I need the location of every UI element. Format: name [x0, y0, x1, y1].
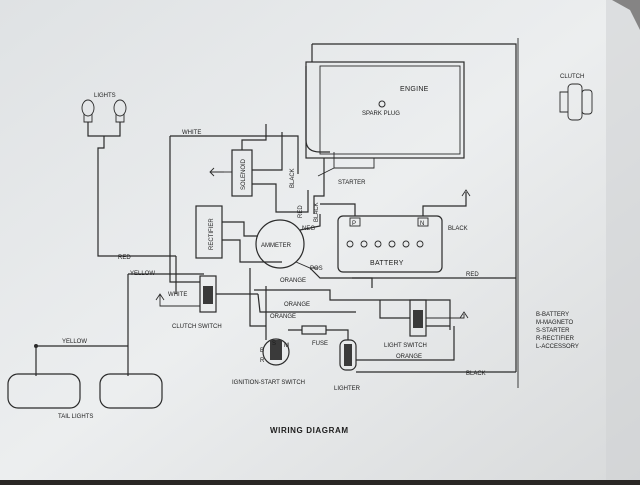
battery-p-label: P: [352, 221, 356, 227]
ignition-key-slot: [270, 340, 282, 360]
ground-arrow-icon: [155, 293, 200, 307]
clutch-switch-label: CLUTCH SWITCH: [172, 324, 222, 330]
lighter-label: LIGHTER: [334, 386, 361, 392]
engine-label: ENGINE: [400, 86, 429, 93]
spark-plug-icon: [378, 100, 386, 108]
wire-yellow-top-label: YELLOW: [130, 271, 155, 277]
legend-item: B-BATTERY: [536, 312, 569, 318]
legend-item: M-MAGNETO: [536, 320, 574, 326]
ignition-switch-body: [262, 338, 290, 366]
battery-n-terminal: [417, 217, 429, 227]
wire-yellow-tail-label: YELLOW: [62, 339, 87, 345]
rectifier-box: [195, 205, 223, 259]
wire-black-loop: [312, 43, 517, 372]
clutch-switch-toggle: [203, 286, 213, 304]
solenoid-label: SOLENOID: [241, 158, 247, 190]
fuse-label: FUSE: [312, 341, 328, 347]
wire-red-left-label: RED: [118, 255, 131, 261]
wire-black-right-label: BLACK: [448, 226, 468, 232]
rectifier-label: RECTIFIER: [209, 218, 215, 250]
battery-p-terminal: [349, 217, 361, 227]
wire-black-solenoid-label: BLACK: [290, 168, 296, 188]
legend-item: R-RECTIFIER: [536, 336, 575, 342]
arrow-icon: [209, 167, 224, 177]
battery-cells: [346, 240, 424, 248]
wire-orange-light-label: ORANGE: [396, 354, 422, 360]
ammeter-label: AMMETER: [261, 243, 292, 249]
tail-light-left-icon: [7, 373, 81, 409]
ignition-switch-label: IGNITION-START SWITCH: [232, 380, 305, 386]
light-switch-label: LIGHT SWITCH: [384, 343, 427, 349]
ammeter-neg-label: NEG: [302, 226, 315, 232]
diagram-title: WIRING DIAGRAM: [270, 426, 349, 435]
light-switch-toggle: [413, 310, 423, 328]
battery-n-label: N: [420, 221, 424, 227]
lighter-body: [339, 339, 357, 371]
wire-red-battery-label: RED: [298, 205, 304, 218]
engine-inner: [319, 65, 461, 155]
wire-orange-ammeter-label: ORANGE: [280, 278, 306, 284]
ammeter-gauge: [255, 219, 305, 269]
tail-light-right-icon: [99, 373, 163, 409]
wire-red-right-label: RED: [466, 272, 479, 278]
legend-item: L-ACCESSORY: [536, 344, 579, 350]
terminal-m-label: M: [284, 343, 289, 349]
lights-label: LIGHTS: [94, 93, 116, 99]
starter-label: STARTER: [338, 180, 366, 186]
terminal-s-label: S: [272, 341, 276, 347]
wire-white-top-label: WHITE: [182, 130, 201, 136]
clutch-label: CLUTCH: [560, 74, 584, 80]
battery-label: BATTERY: [370, 260, 404, 267]
wire-orange-lower-label: ORANGE: [270, 314, 296, 320]
battery-box: [337, 215, 443, 273]
tail-lights-label: TAIL LIGHTS: [58, 414, 93, 420]
terminal-legend: B-BATTERY M-MAGNETO S-STARTER R-RECTIFIE…: [536, 312, 579, 350]
ammeter-pos-label: POS: [310, 266, 323, 272]
wire-black-bottom-label: BLACK: [466, 371, 486, 377]
wire-orange-mid-label: ORANGE: [284, 302, 310, 308]
ground-arrow-icon: [461, 189, 471, 197]
page-crease: [606, 0, 640, 480]
terminal-b-label: B: [260, 348, 264, 354]
lighter-knob: [344, 344, 352, 366]
spark-plug-label: SPARK PLUG: [362, 111, 400, 117]
terminal-r-label: R: [260, 358, 265, 364]
wire-white-clutch-label: WHITE: [168, 292, 187, 298]
wire-black-battery-label: BLACK: [314, 202, 320, 222]
legend-item: S-STARTER: [536, 328, 570, 334]
clutch-pulley-icon: [559, 83, 593, 121]
